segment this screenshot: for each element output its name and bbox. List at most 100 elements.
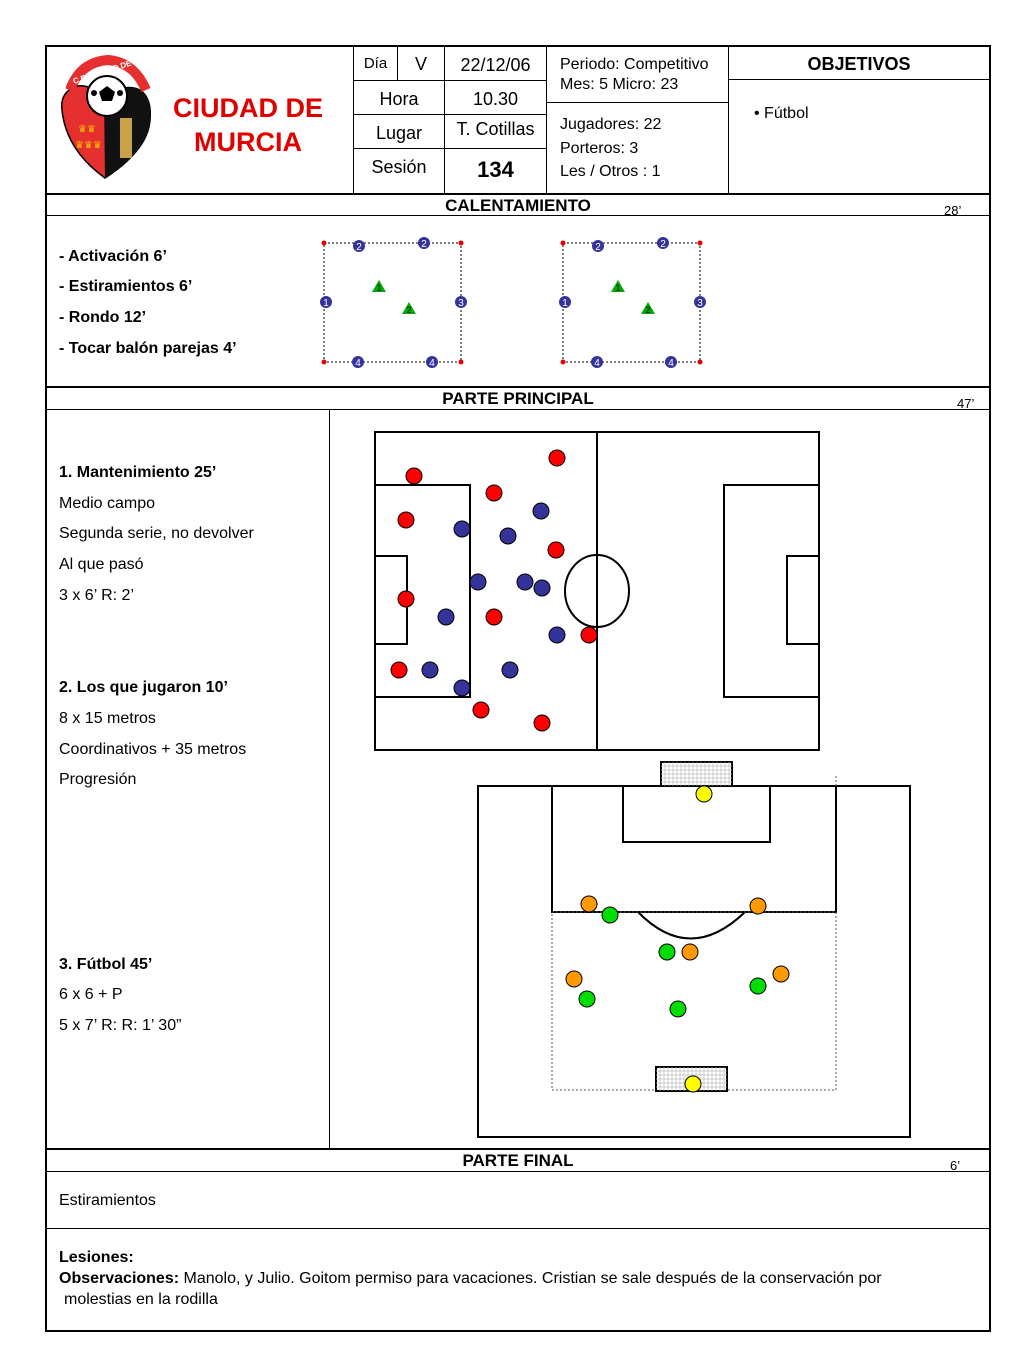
player-red — [390, 661, 408, 679]
cone-icon — [697, 240, 703, 246]
player-red — [472, 701, 490, 719]
player-triangle — [402, 302, 416, 314]
player-number: 4 — [429, 358, 435, 369]
section-line — [45, 1228, 991, 1229]
player-marker — [455, 296, 467, 308]
player-blue — [437, 608, 455, 626]
objetivos-label: OBJETIVOS — [807, 54, 911, 74]
ex3-line: 6 x 6 + P — [59, 986, 123, 1003]
player-blue — [516, 573, 534, 591]
objetivos-item: • Fútbol — [754, 105, 809, 122]
ex2-title: 2. Los que jugaron 10’ — [59, 679, 228, 696]
player-red — [547, 541, 565, 559]
calentamiento-item: - Activación 6’ — [59, 248, 167, 265]
calentamiento-item: - Tocar balón parejas 4’ — [59, 340, 237, 357]
player-orange — [681, 943, 699, 961]
player-number: 4 — [668, 358, 674, 369]
principal-time: 47’ — [957, 396, 975, 411]
ex1-line: Medio campo — [59, 495, 156, 512]
frame-left — [45, 45, 47, 1332]
section-line — [45, 386, 991, 388]
player-marker — [320, 296, 332, 308]
calentamiento-title: CALENTAMIENTO — [445, 196, 591, 215]
section-line — [45, 1148, 991, 1150]
header-divider — [353, 114, 546, 115]
ex1-title: 1. Mantenimiento 25’ — [59, 464, 217, 481]
periodo: Periodo: Competitivo — [560, 56, 709, 73]
cone-icon — [458, 240, 464, 246]
frame-top — [45, 45, 991, 47]
calentamiento-item: - Estiramientos 6’ — [59, 278, 193, 295]
player-number: 1 — [562, 298, 568, 309]
player-red — [485, 608, 503, 626]
ex1-line: 3 x 6’ R: 2’ — [59, 587, 134, 604]
sesion-value: 134 — [477, 157, 514, 182]
player-marker — [559, 296, 571, 308]
club-name-line2: MURCIA — [194, 127, 302, 157]
player-number: 1 — [376, 283, 381, 293]
principal-title: PARTE PRINCIPAL — [442, 389, 594, 408]
player-blue — [453, 520, 471, 538]
penalty-area-left — [374, 484, 471, 698]
player-green — [578, 990, 596, 1008]
cone-icon — [560, 359, 566, 365]
final-time: 6’ — [950, 1158, 961, 1173]
header-divider — [546, 45, 547, 193]
center-circle — [564, 554, 630, 628]
obs-label: Observaciones: — [59, 1270, 180, 1287]
player-blue — [499, 527, 517, 545]
player-marker — [591, 356, 603, 368]
jugadores: Jugadores: 22 — [560, 116, 662, 133]
section-line — [45, 409, 991, 410]
date-value: 22/12/06 — [460, 55, 531, 75]
header-divider — [353, 148, 546, 149]
goalkeeper-yellow — [695, 785, 713, 803]
player-number: 2 — [645, 305, 650, 315]
player-triangle — [611, 280, 625, 292]
player-blue — [533, 579, 551, 597]
ex2-line: Progresión — [59, 771, 137, 788]
ex3-title: 3. Fútbol 45’ — [59, 956, 153, 973]
penalty-area-right — [723, 484, 820, 698]
player-red — [397, 511, 415, 529]
lugar-value: T. Cotillas — [456, 119, 535, 139]
cone-icon — [321, 240, 327, 246]
calentamiento-item: - Rondo 12’ — [59, 309, 147, 326]
player-marker — [353, 240, 365, 252]
section-line — [329, 409, 330, 1148]
club-name-line1: CIUDAD DE — [172, 93, 323, 123]
player-number: 4 — [355, 358, 361, 369]
player-red — [485, 484, 503, 502]
header-divider — [728, 45, 729, 193]
player-number: 3 — [458, 298, 464, 309]
dia-label: Día — [363, 55, 388, 72]
cone-icon — [560, 240, 566, 246]
player-green — [601, 906, 619, 924]
player-red — [548, 449, 566, 467]
player-triangle — [641, 302, 655, 314]
player-marker — [592, 240, 604, 252]
player-number: 2 — [595, 242, 601, 253]
player-blue — [421, 661, 439, 679]
player-blue — [532, 502, 550, 520]
player-marker — [352, 356, 364, 368]
les-otros: Les / Otros : 1 — [560, 163, 661, 180]
sesion-label: Sesión — [371, 157, 427, 177]
player-number: 2 — [406, 305, 411, 315]
player-marker — [657, 237, 669, 249]
hora-value: 10.30 — [472, 89, 519, 109]
lesiones-label: Lesiones: — [59, 1249, 134, 1266]
player-number: 1 — [615, 283, 620, 293]
hora-label: Hora — [379, 89, 419, 109]
cone-icon — [697, 359, 703, 365]
ex1-line: Al que pasó — [59, 556, 144, 573]
section-line — [45, 215, 991, 216]
header-divider — [353, 45, 354, 193]
dia-value: V — [414, 54, 427, 74]
cone-icon — [321, 359, 327, 365]
section-line — [45, 193, 991, 195]
obs-text: Manolo, y Julio. Goitom permiso para vac… — [179, 1270, 882, 1287]
player-blue — [548, 626, 566, 644]
calentamiento-time: 28’ — [944, 203, 962, 218]
